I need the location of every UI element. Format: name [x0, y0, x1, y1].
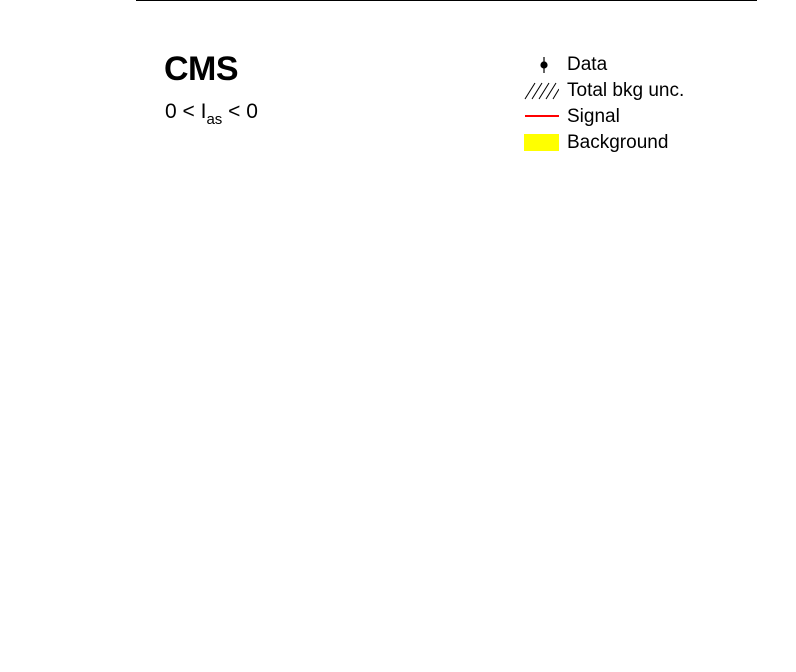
legend-label-data: Data	[567, 54, 608, 75]
subtitle-suffix: < 0	[222, 100, 258, 123]
background-swatch-icon	[524, 134, 559, 151]
subtitle-prefix: 0 < I	[165, 100, 207, 123]
legend-label-signal: Signal	[567, 106, 620, 127]
legend-entry-total-bkg-unc: Total bkg unc.	[520, 79, 780, 105]
chart-title: CMS	[164, 50, 239, 88]
chart-subtitle: 0 < Ias < 0	[165, 100, 258, 127]
legend-label-background: Background	[567, 132, 669, 153]
data-marker-icon	[540, 57, 548, 73]
signal-line-icon	[525, 115, 559, 117]
legend-label-total-bkg-unc: Total bkg unc.	[567, 80, 685, 101]
legend: Data Total bkg unc. Signal Background	[520, 53, 780, 157]
legend-entry-background: Background	[520, 131, 780, 157]
subtitle-subscript: as	[206, 111, 223, 128]
plot-frame-top	[136, 0, 757, 1]
legend-entry-data: Data	[520, 53, 780, 79]
legend-entry-signal: Signal	[520, 105, 780, 131]
hatch-swatch-icon	[524, 82, 559, 100]
